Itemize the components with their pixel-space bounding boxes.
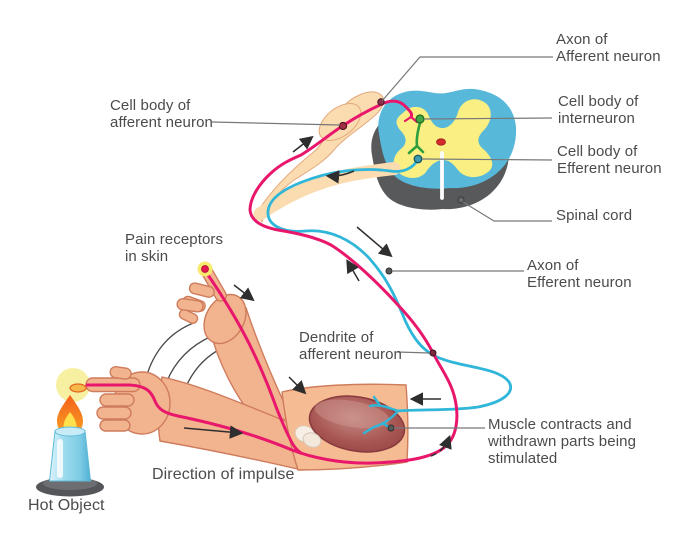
impulse-direction-arrows [183, 135, 452, 457]
label-spinal-cord: Spinal cord [556, 207, 633, 224]
spinal-cord-section [371, 88, 517, 210]
withdrawn-finger-4 [178, 308, 199, 325]
interneuron [407, 121, 425, 155]
label-cellbody-afferent: Cell body of afferent neuron [110, 97, 213, 132]
withdrawn-finger-2 [188, 282, 215, 298]
candle-top [54, 426, 86, 437]
interneuron-fiber [407, 121, 425, 155]
pain-receptor-dot [201, 265, 209, 273]
label-dendrite-afferent: Dendrite of afferent neuron [299, 329, 402, 364]
arrow-efferent-down [356, 226, 393, 258]
interneuron-cell-body-dot [415, 114, 425, 124]
label-pain-receptors: Pain receptors in skin [125, 231, 224, 266]
candle-highlight [57, 439, 63, 478]
label-axon-afferent: Axon of Afferent neuron [556, 31, 661, 66]
arrow-forearm [183, 425, 244, 439]
label-cellbody-efferent: Cell body of Efferent neuron [557, 143, 662, 178]
curled-finger-1 [99, 393, 135, 407]
dendrite-dot [429, 349, 437, 357]
efferent-branch-upper [368, 395, 400, 413]
arrow-dendrite-down [288, 376, 307, 395]
curled-finger-3 [99, 419, 131, 432]
extended-forearm [157, 376, 303, 471]
candle-body [48, 430, 92, 482]
thumb-knuckle [109, 366, 132, 380]
candle-hot-object [36, 368, 104, 497]
label-muscle-contracts: Muscle contracts and withdrawn parts bei… [488, 416, 637, 468]
spinal-cord-dot [457, 196, 465, 204]
afferent-cell-body-dot [338, 121, 348, 131]
arrow-stimulated [430, 434, 452, 457]
arrow-to-ganglion [292, 135, 314, 153]
leader-cellbody-interneuron [423, 117, 553, 120]
withdrawn-thumb [176, 298, 204, 313]
leader-cellbody-afferent [211, 121, 341, 126]
leader-cellbody-efferent [421, 158, 553, 161]
leader-axon-afferent [381, 56, 553, 102]
muscle-belly [308, 395, 406, 453]
node-dots [197, 98, 465, 432]
leader-dendrite [396, 351, 431, 354]
leader-spinal-cord [462, 201, 552, 222]
afferent-dendrite-withdrawn [204, 270, 303, 455]
efferent-cell-body-dot [413, 154, 423, 164]
label-direction-of-impulse: Direction of impulse [152, 466, 295, 483]
arrow-afferent-up [346, 259, 360, 282]
muscle-junction-dot [387, 424, 395, 432]
efferent-axon-dot [385, 267, 393, 275]
muscle-tendon [302, 432, 322, 448]
arrow-withdrawn-dendrite [233, 284, 255, 302]
label-cellbody-interneuron: Cell body of interneuron [558, 93, 639, 128]
dorsal-root-ganglion [318, 103, 362, 141]
fingertip-contact-mark [69, 383, 87, 393]
label-axon-efferent: Axon of Efferent neuron [527, 257, 632, 292]
label-hot-object: Hot Object [28, 497, 105, 514]
arrow-efferent-out [325, 170, 355, 184]
leader-lines [211, 56, 553, 429]
central-canal [436, 138, 446, 146]
curled-finger-2 [96, 406, 132, 420]
